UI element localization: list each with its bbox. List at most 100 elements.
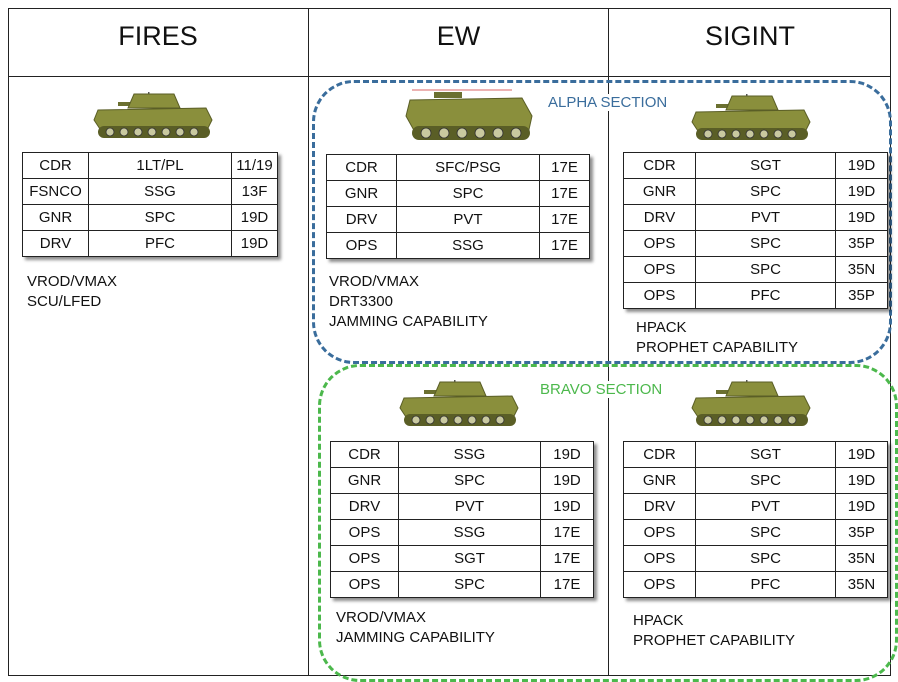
crew-position-cell: OPS xyxy=(330,571,399,598)
bradley-ifv-icon xyxy=(399,380,519,426)
crew-position-cell: DRV xyxy=(326,206,397,233)
crew-mos-cell: 19D xyxy=(835,152,888,179)
crew-position-cell: DRV xyxy=(623,204,696,231)
crew-rank-cell: SGT xyxy=(695,441,836,468)
crew-position-cell: GNR xyxy=(22,204,89,231)
crew-mos-cell: 17E xyxy=(539,206,590,233)
column-header-ew: EW xyxy=(436,21,481,51)
crew-position-cell: GNR xyxy=(623,467,696,494)
crew-position-cell: CDR xyxy=(623,441,696,468)
sigint-alpha-capabilities: HPACK PROPHET CAPABILITY xyxy=(636,318,798,358)
crew-mos-cell: 17E xyxy=(540,545,594,572)
bradley-ifv-icon xyxy=(691,94,811,140)
ew-alpha-capabilities: VROD/VMAX DRT3300 JAMMING CAPABILITY xyxy=(329,272,488,332)
crew-rank-cell: PFC xyxy=(695,571,836,598)
crew-position-cell: CDR xyxy=(623,152,696,179)
crew-mos-cell: 19D xyxy=(540,441,594,468)
capability-line: PROPHET CAPABILITY xyxy=(633,632,795,649)
crew-position-cell: DRV xyxy=(330,493,399,520)
crew-rank-cell: SGT xyxy=(398,545,541,572)
crew-rank-cell: SPC xyxy=(695,230,836,257)
crew-position-cell: OPS xyxy=(623,230,696,257)
crew-mos-cell: 17E xyxy=(539,180,590,207)
crew-rank-cell: SPC xyxy=(398,467,541,494)
crew-position-cell: OPS xyxy=(326,232,397,259)
crew-position-cell: OPS xyxy=(623,282,696,309)
column-divider-ew-sigint xyxy=(608,8,609,676)
crew-mos-cell: 19D xyxy=(835,178,888,205)
crew-rank-cell: SFC/PSG xyxy=(396,154,540,181)
crew-mos-cell: 19D xyxy=(835,467,888,494)
crew-rank-cell: SPC xyxy=(398,571,541,598)
crew-position-cell: CDR xyxy=(22,152,89,179)
capability-line: VROD/VMAX xyxy=(27,273,118,290)
crew-rank-cell: SSG xyxy=(88,178,232,205)
crew-mos-cell: 35N xyxy=(835,545,888,572)
crew-mos-cell: 19D xyxy=(540,493,594,520)
capability-line: JAMMING CAPABILITY xyxy=(336,629,495,646)
crew-mos-cell: 17E xyxy=(539,232,590,259)
crew-position-cell: GNR xyxy=(623,178,696,205)
crew-rank-cell: SPC xyxy=(695,467,836,494)
capability-line: DRT3300 xyxy=(329,293,393,310)
crew-mos-cell: 35P xyxy=(835,282,888,309)
crew-rank-cell: SPC xyxy=(695,178,836,205)
crew-rank-cell: 1LT/PL xyxy=(88,152,232,179)
crew-mos-cell: 35P xyxy=(835,519,888,546)
crew-position-cell: CDR xyxy=(326,154,397,181)
crew-position-cell: GNR xyxy=(326,180,397,207)
crew-rank-cell: SSG xyxy=(398,441,541,468)
crew-position-cell: OPS xyxy=(623,571,696,598)
crew-rank-cell: SPC xyxy=(695,256,836,283)
bradley-ifv-icon xyxy=(93,92,213,138)
bravo-section-label: BRAVO SECTION xyxy=(538,381,665,398)
crew-rank-cell: PVT xyxy=(695,204,836,231)
crew-position-cell: FSNCO xyxy=(22,178,89,205)
org-chart-frame xyxy=(8,8,891,676)
crew-rank-cell: SGT xyxy=(695,152,836,179)
column-divider-fires-ew xyxy=(308,8,309,676)
crew-position-cell: CDR xyxy=(330,441,399,468)
crew-position-cell: DRV xyxy=(623,493,696,520)
crew-rank-cell: SPC xyxy=(695,519,836,546)
bradley-ifv-icon xyxy=(691,380,811,426)
capability-line: VROD/VMAX xyxy=(329,273,420,290)
column-header-fires: FIRES xyxy=(118,21,198,51)
crew-mos-cell: 19D xyxy=(231,204,278,231)
crew-mos-cell: 11/19 xyxy=(231,152,278,179)
crew-position-cell: OPS xyxy=(330,519,399,546)
crew-mos-cell: 35N xyxy=(835,256,888,283)
crew-position-cell: OPS xyxy=(623,519,696,546)
crew-rank-cell: SPC xyxy=(695,545,836,572)
crew-rank-cell: SPC xyxy=(88,204,232,231)
crew-mos-cell: 17E xyxy=(540,571,594,598)
capability-line: JAMMING CAPABILITY xyxy=(329,313,488,330)
crew-rank-cell: SSG xyxy=(396,232,540,259)
